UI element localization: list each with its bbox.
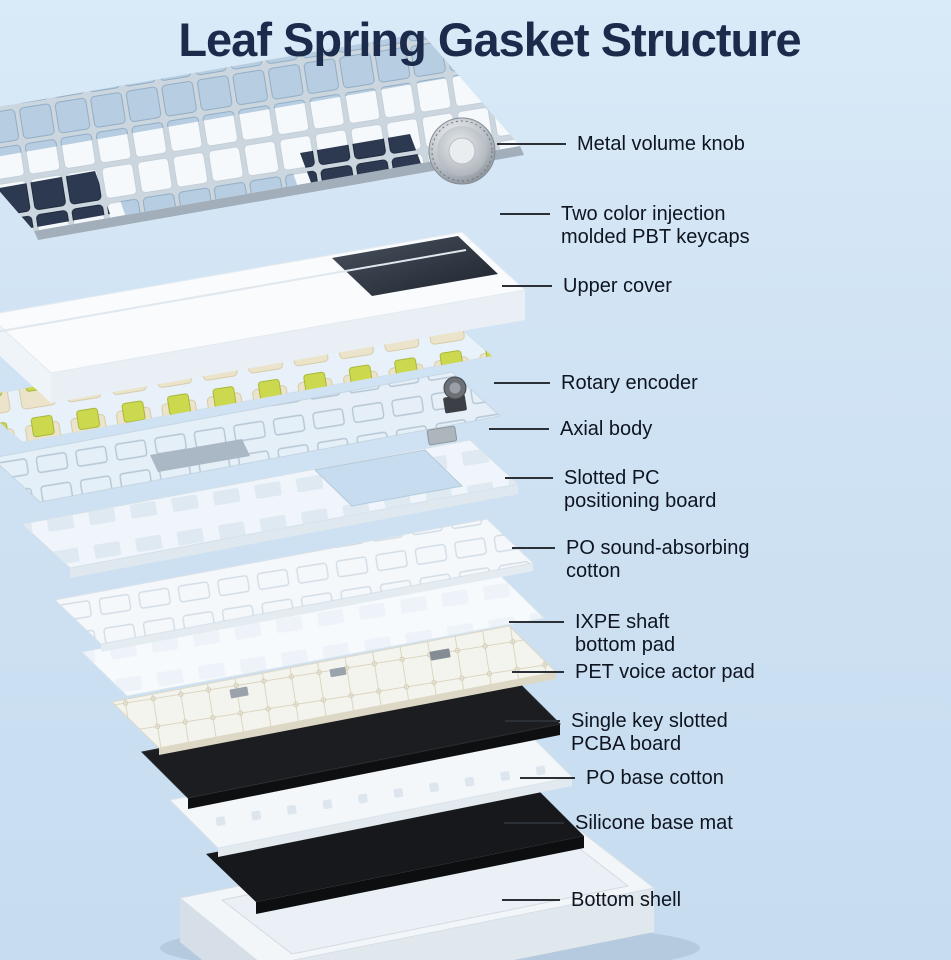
volume-knob bbox=[428, 117, 496, 185]
leader-line bbox=[497, 143, 566, 145]
keycaps-layer bbox=[0, 33, 524, 240]
callout-text: Metal volume knob bbox=[577, 133, 745, 155]
callout-text: Single key slotted PCBA board bbox=[571, 710, 728, 755]
callout-sound-absorbing-cotton: PO sound-absorbing cotton bbox=[512, 537, 749, 583]
leader-line bbox=[505, 477, 553, 479]
callout-text: Upper cover bbox=[563, 275, 672, 297]
callout-text: Axial body bbox=[560, 418, 653, 440]
rotary-encoder-part bbox=[443, 376, 467, 414]
callout-pbt-keycaps: Two color injection molded PBT keycaps bbox=[500, 203, 750, 249]
page-title: Leaf Spring Gasket Structure bbox=[178, 13, 801, 66]
callout-metal-volume-knob: Metal volume knob bbox=[497, 133, 745, 156]
callout-text: Silicone base mat bbox=[575, 812, 733, 834]
upper-cover-layer bbox=[0, 231, 527, 403]
callout-pc-positioning-board: Slotted PC positioning board bbox=[505, 467, 716, 513]
pc-positioning-board-layer bbox=[0, 371, 502, 503]
pcba-layer bbox=[110, 625, 558, 755]
callout-silicone-base-mat: Silicone base mat bbox=[504, 812, 733, 835]
callout-upper-cover: Upper cover bbox=[502, 275, 672, 298]
callout-axial-body: Axial body bbox=[489, 418, 652, 441]
callout-text: Rotary encoder bbox=[561, 372, 698, 394]
callout-bottom-shell: Bottom shell bbox=[502, 889, 681, 912]
leader-line bbox=[489, 428, 549, 430]
callout-pcba-board: Single key slotted PCBA board bbox=[505, 710, 728, 756]
callout-rotary-encoder: Rotary encoder bbox=[494, 372, 698, 395]
axial-body-part bbox=[426, 425, 458, 446]
callout-text: PET voice actor pad bbox=[575, 661, 755, 683]
leader-line bbox=[512, 547, 555, 549]
leader-line bbox=[502, 899, 560, 901]
leader-line bbox=[494, 382, 550, 384]
callout-text: Slotted PC positioning board bbox=[564, 467, 717, 512]
leader-line bbox=[509, 621, 564, 623]
callout-text: Bottom shell bbox=[571, 889, 682, 911]
leader-line bbox=[512, 671, 564, 673]
ixpe-pad-layer bbox=[53, 518, 535, 652]
leader-line bbox=[500, 213, 550, 215]
bottom-shell-layer bbox=[178, 788, 656, 960]
callout-text: IXPE shaft bottom pad bbox=[575, 611, 676, 656]
callout-po-base-cotton: PO base cotton bbox=[520, 767, 724, 790]
leader-line bbox=[502, 285, 552, 287]
callout-ixpe-pad: IXPE shaft bottom pad bbox=[509, 611, 675, 657]
callout-text: Two color injection molded PBT keycaps bbox=[561, 203, 750, 248]
leader-line bbox=[505, 720, 560, 722]
leader-line bbox=[504, 822, 564, 824]
leader-line bbox=[520, 777, 575, 779]
callout-text: PO sound-absorbing cotton bbox=[566, 537, 750, 582]
sound-absorbing-cotton-layer bbox=[20, 439, 520, 578]
callout-text: PO base cotton bbox=[586, 767, 724, 789]
callout-pet-pad: PET voice actor pad bbox=[512, 661, 755, 684]
